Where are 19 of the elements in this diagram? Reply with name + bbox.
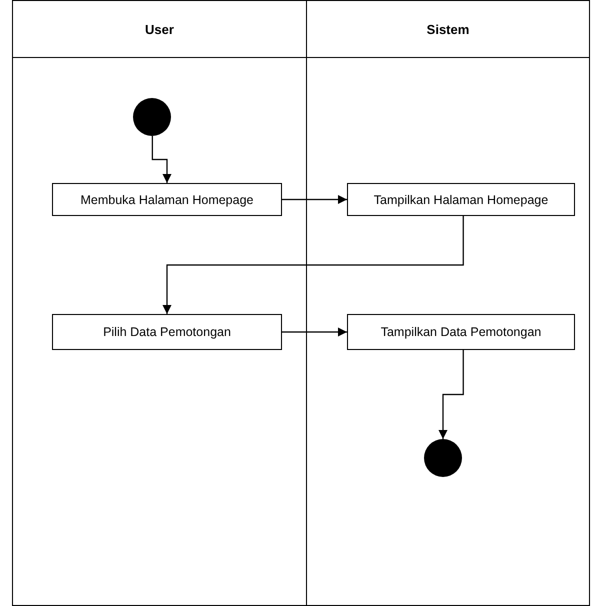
action-label: Tampilkan Halaman Homepage: [374, 192, 548, 206]
arrow: [438, 350, 464, 439]
action-box: [347, 183, 575, 216]
arrow: [282, 328, 347, 336]
arrow: [162, 216, 464, 314]
activity-node-circle: [133, 98, 171, 136]
arrow: [152, 136, 172, 183]
activity-node-circle: [424, 439, 462, 477]
lane-title: Sistem: [426, 22, 470, 36]
arrow: [282, 195, 347, 204]
swimlane: [306, 0, 590, 606]
action-label: Membuka Halaman Homepage: [80, 192, 254, 206]
lane-title: User: [145, 22, 174, 36]
action-box: [52, 314, 282, 350]
swimlane: [12, 0, 307, 606]
action-box: [52, 183, 282, 216]
action-box: [347, 314, 575, 350]
action-label: Pilih Data Pemotongan: [103, 325, 231, 339]
action-label: Tampilkan Data Pemotongan: [380, 325, 542, 339]
